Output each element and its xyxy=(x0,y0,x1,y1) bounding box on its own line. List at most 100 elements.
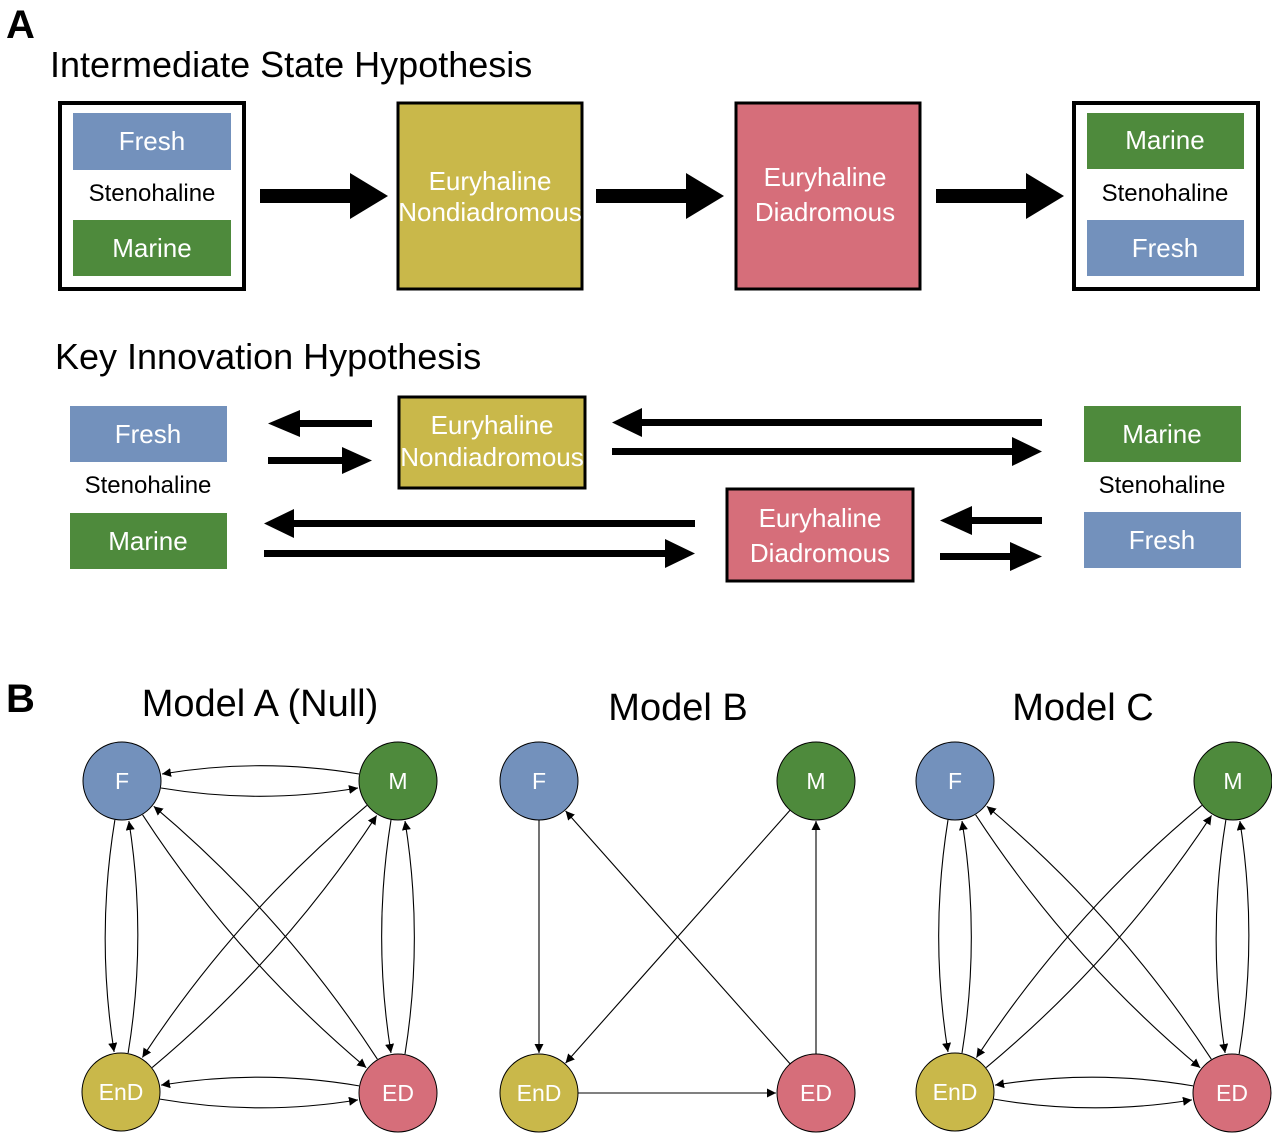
marine-label: Marine xyxy=(108,526,187,556)
edge-ed-to-m xyxy=(401,820,415,1055)
fresh-box xyxy=(1087,220,1244,276)
model-c-title: Model C xyxy=(1012,687,1154,729)
euryhaline-nondiadromous-box xyxy=(396,101,584,291)
model-a-node-label-ed: ED xyxy=(382,1080,414,1106)
stenohaline-label: Stenohaline xyxy=(1102,180,1229,207)
box-label-line2: Nondiadromous xyxy=(398,197,582,227)
panel-label-a: A xyxy=(6,3,35,47)
key-innovation-title: Key Innovation Hypothesis xyxy=(55,336,481,377)
edge-end-to-f xyxy=(958,820,972,1054)
model-c-node-m xyxy=(1193,741,1272,821)
fresh-label: Fresh xyxy=(1132,233,1198,263)
model-b-node-label-m: M xyxy=(806,768,825,794)
marine-box xyxy=(73,220,231,276)
box-label-line1: Euryhaline xyxy=(431,410,554,440)
marine-label: Marine xyxy=(1122,419,1201,449)
fresh-label: Fresh xyxy=(119,126,185,156)
arrow-left xyxy=(940,506,1042,535)
edge-f-to-ed xyxy=(142,814,367,1069)
model-a-node-label-m: M xyxy=(388,768,407,794)
panel-label-b: B xyxy=(6,677,35,721)
edge-m-to-end xyxy=(975,804,1203,1058)
model-b-node-label-f: F xyxy=(532,768,546,794)
edge-end-to-ed xyxy=(159,1096,359,1109)
edge-m-to-ed xyxy=(1215,819,1229,1054)
model-b-node-label-end: EnD xyxy=(517,1080,562,1106)
arrow-left xyxy=(612,408,1042,437)
edge-f-to-end xyxy=(938,819,952,1053)
edge-ed-to-end xyxy=(994,1076,1194,1089)
fresh-box xyxy=(1084,512,1241,568)
edge-ed-to-f xyxy=(986,805,1212,1060)
euryhaline-diadromous-box xyxy=(725,487,915,583)
stenohaline-label: Stenohaline xyxy=(89,180,216,207)
edge-end-to-f xyxy=(125,820,139,1054)
box-label-line1: Euryhaline xyxy=(764,162,887,192)
model-b-node-label-ed: ED xyxy=(800,1080,832,1106)
thick-arrow xyxy=(260,173,388,219)
thick-arrow xyxy=(936,173,1064,219)
stenohaline-label: Stenohaline xyxy=(85,472,212,499)
edge-m-to-ed xyxy=(381,819,395,1054)
edge-f-to-m xyxy=(160,785,359,797)
euryhaline-diadromous-box xyxy=(734,101,922,291)
left-stenohaline-group: Fresh Stenohaline Marine xyxy=(58,101,246,291)
arrow-right xyxy=(268,447,372,474)
nodes-layer: F M EnD ED F M EnD ED F M EnD ED xyxy=(81,741,1272,1133)
thick-arrow xyxy=(596,173,724,219)
box-label-line2: Diadromous xyxy=(750,538,890,568)
model-c-node-label-f: F xyxy=(948,768,962,794)
intermediate-state-hypothesis: Intermediate State Hypothesis Fresh Sten… xyxy=(50,44,1260,291)
arrow-left xyxy=(264,509,695,538)
box-label-line1: Euryhaline xyxy=(759,503,882,533)
box-label-line1: Euryhaline xyxy=(429,166,552,196)
model-c-node-ed xyxy=(1192,1053,1272,1133)
arrow-right xyxy=(264,539,695,568)
model-a-node-label-f: F xyxy=(115,768,129,794)
intermediate-state-title: Intermediate State Hypothesis xyxy=(50,44,532,85)
box-label-line2: Nondiadromous xyxy=(400,442,584,472)
edge-ed-to-f xyxy=(153,805,378,1060)
model-a-node-end xyxy=(81,1052,161,1132)
arrow-left xyxy=(268,410,372,437)
model-c-node-label-end: EnD xyxy=(933,1079,978,1105)
model-a-node-label-end: EnD xyxy=(99,1079,144,1105)
edge-m-to-end xyxy=(141,805,368,1058)
model-b-node-f xyxy=(499,741,579,821)
fresh-label: Fresh xyxy=(1129,525,1195,555)
edge-end-to-m xyxy=(985,815,1213,1069)
edge-end-to-m xyxy=(151,815,378,1068)
marine-label: Marine xyxy=(112,233,191,263)
fresh-box xyxy=(70,406,227,462)
model-b-node-m xyxy=(776,741,856,821)
model-c-node-label-ed: ED xyxy=(1216,1080,1248,1106)
marine-box xyxy=(70,513,227,569)
model-a-title: Model A (Null) xyxy=(142,683,379,725)
stenohaline-label: Stenohaline xyxy=(1099,472,1226,499)
model-c-node-f xyxy=(915,741,995,821)
marine-box xyxy=(1087,113,1244,169)
marine-box xyxy=(1084,406,1241,462)
edge-ed-to-f xyxy=(565,810,791,1065)
euryhaline-nondiadromous-box xyxy=(397,395,587,490)
edge-f-to-ed xyxy=(975,814,1201,1069)
fresh-box xyxy=(73,113,231,170)
model-b-node-end xyxy=(499,1053,579,1133)
edge-ed-to-m xyxy=(1236,820,1250,1055)
model-a-node-f xyxy=(82,741,162,821)
model-a-node-m xyxy=(358,741,438,821)
model-a-node-ed xyxy=(358,1053,438,1133)
model-c-node-end xyxy=(915,1052,995,1132)
arrow-right xyxy=(612,437,1042,466)
marine-label: Marine xyxy=(1125,125,1204,155)
edges-layer xyxy=(104,765,1250,1109)
edge-end-to-ed xyxy=(993,1096,1193,1109)
edge-m-to-f xyxy=(161,765,360,777)
key-innovation-hypothesis: Key Innovation Hypothesis Fresh Stenohal… xyxy=(55,336,1241,583)
box-label-line2: Diadromous xyxy=(755,197,895,227)
model-c-node-label-m: M xyxy=(1223,768,1242,794)
fresh-label: Fresh xyxy=(115,419,181,449)
model-b-node-ed xyxy=(776,1053,856,1133)
